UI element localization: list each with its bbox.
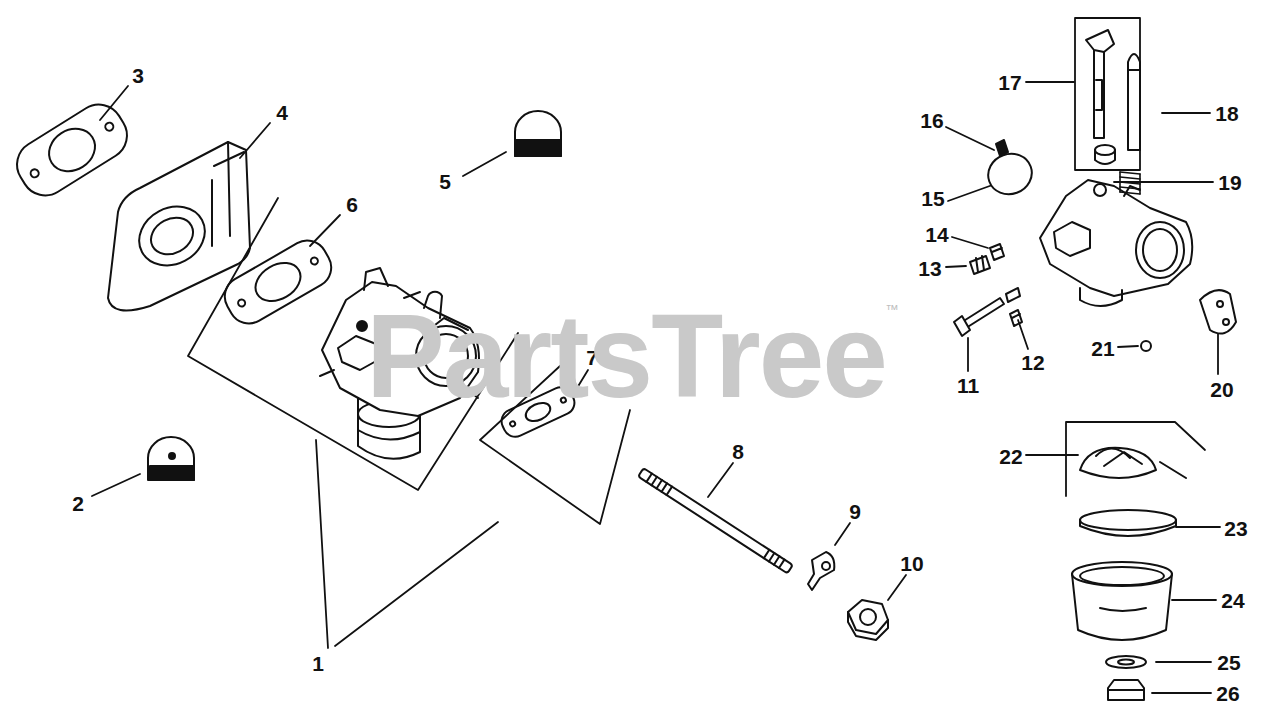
callout-number: 4 xyxy=(276,102,288,123)
clip xyxy=(808,552,834,590)
callout-number: 8 xyxy=(732,441,744,462)
stud xyxy=(638,468,793,573)
nut xyxy=(848,600,888,640)
trademark-mark: ™ xyxy=(885,303,898,316)
callout-number: 1 xyxy=(312,653,324,674)
callout-number: 26 xyxy=(1216,683,1239,704)
spring xyxy=(1120,172,1140,194)
callout-number: 12 xyxy=(1021,352,1044,373)
callout-number: 13 xyxy=(918,258,941,279)
cap xyxy=(515,111,561,156)
callout-number: 5 xyxy=(439,171,451,192)
callout-number: 9 xyxy=(849,501,861,522)
gasket-ring xyxy=(1080,510,1176,536)
callout-number: 25 xyxy=(1217,652,1240,673)
callout-number: 2 xyxy=(72,493,84,514)
callout-number: 20 xyxy=(1210,379,1233,400)
callout-number: 18 xyxy=(1215,103,1238,124)
group-brackets xyxy=(188,18,1205,524)
bowl-fasteners xyxy=(1106,656,1146,700)
callout-number: 21 xyxy=(1091,338,1114,359)
callout-number: 3 xyxy=(132,65,144,86)
callout-number: 10 xyxy=(900,553,923,574)
callout-number: 14 xyxy=(925,224,948,245)
float xyxy=(1080,448,1186,478)
plate xyxy=(1141,290,1236,351)
callout-number: 11 xyxy=(957,375,979,396)
throttle-shaft xyxy=(1086,30,1115,164)
callout-number: 6 xyxy=(346,194,358,215)
callout-number: 24 xyxy=(1221,590,1244,611)
callout-number: 22 xyxy=(999,446,1022,467)
pin xyxy=(1128,54,1140,150)
cap xyxy=(148,437,194,480)
gasket xyxy=(8,96,136,205)
gasket xyxy=(218,233,339,331)
carburetor-body xyxy=(1040,180,1192,306)
adjusting-screws xyxy=(954,244,1022,336)
callout-number: 16 xyxy=(920,110,943,131)
leader-lines xyxy=(92,82,1220,693)
watermark: PartsTree xyxy=(366,297,886,415)
callout-number: 19 xyxy=(1218,172,1241,193)
callout-number: 23 xyxy=(1224,518,1247,539)
callout-number: 17 xyxy=(998,72,1021,93)
callout-number: 15 xyxy=(921,188,944,209)
float-bowl xyxy=(1072,562,1172,640)
plate xyxy=(982,140,1037,200)
